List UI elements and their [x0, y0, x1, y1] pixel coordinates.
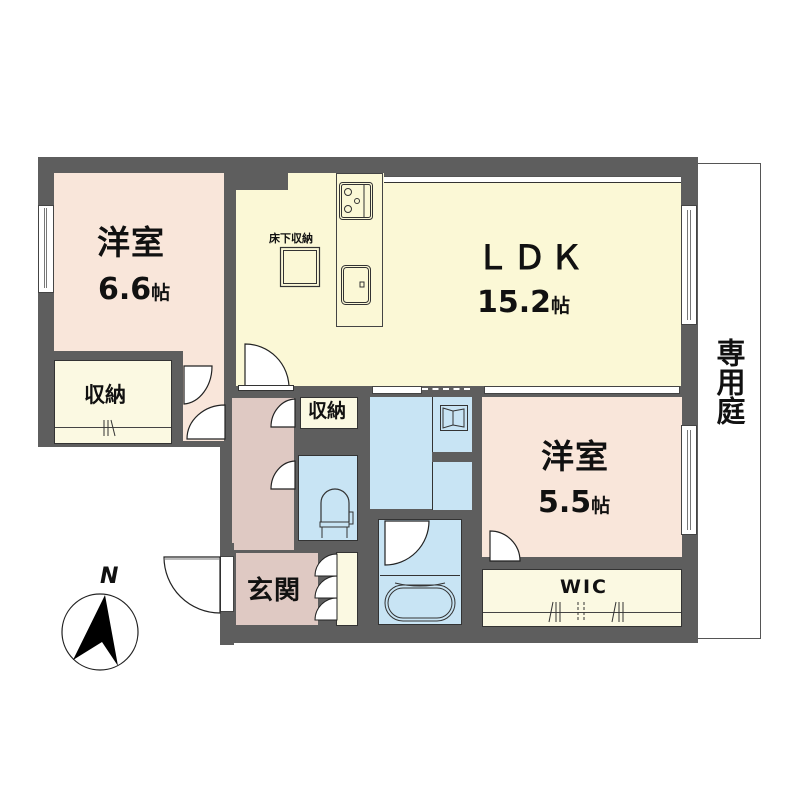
storage-1-hanger-icon [103, 419, 116, 437]
window-sash [687, 430, 691, 530]
wic-door-icon[interactable] [489, 530, 521, 562]
wic-hanger-icons [548, 601, 624, 623]
ldk-size: 15.2帖 [477, 285, 571, 320]
stove-icon [339, 182, 373, 220]
ldk-room [236, 190, 681, 386]
underfloor-storage-label: 床下収納 [269, 232, 313, 245]
western-room-1 [54, 173, 224, 351]
bathroom-door-icon[interactable] [384, 520, 430, 566]
washer-icon [440, 405, 468, 431]
window-sash [44, 208, 47, 288]
front-door-frame [220, 556, 234, 612]
door-jamb [238, 385, 294, 391]
window-ldk [681, 205, 697, 325]
western-room-1-door-icon[interactable] [183, 365, 213, 405]
walk-in-closet [482, 569, 682, 627]
shoe-cabinet [336, 552, 358, 626]
window-sash [687, 210, 691, 320]
wic-label: WIC [560, 576, 608, 598]
bathtub-icon [380, 575, 460, 622]
western-room-2-label: 洋室 [541, 437, 609, 476]
western-room-2-doorway [484, 386, 680, 394]
wic-rail [483, 612, 681, 613]
storage-2-door-icon[interactable] [270, 398, 296, 428]
western-room-1-size: 6.6帖 [98, 272, 171, 307]
washroom-doorway [372, 386, 422, 394]
sink-icon [341, 265, 371, 305]
storage-1-label: 収納 [84, 383, 126, 407]
shoe-cabinet-doors-icon[interactable] [314, 553, 338, 625]
ldk-top [384, 182, 681, 192]
western-room-2-size: 5.5帖 [538, 485, 611, 520]
western-room-2 [482, 397, 682, 557]
storage-1-door-icon[interactable] [186, 404, 226, 440]
front-door-icon[interactable] [163, 556, 221, 614]
washroom-corner [432, 462, 472, 510]
dashed-threshold [422, 388, 470, 392]
private-garden-label: 専用庭 [712, 338, 746, 425]
washroom-inner-wall [432, 452, 472, 462]
compass-north-label: N [100, 564, 119, 589]
western-room-1-label: 洋室 [97, 223, 165, 262]
toilet-icon [319, 488, 354, 538]
ldk-label: ＬＤＫ [476, 238, 587, 277]
underfloor-storage-hatch-icon [279, 246, 321, 288]
entrance-label: 玄関 [247, 576, 302, 606]
entrance [236, 553, 318, 625]
window-room-2 [681, 425, 697, 535]
washer-space [432, 397, 472, 452]
ldk-door-icon[interactable] [244, 343, 290, 389]
toilet-door-icon[interactable] [270, 460, 296, 490]
compass-north-arrow-icon [61, 593, 139, 671]
storage-2-label: 収納 [308, 400, 347, 422]
storage-2 [300, 397, 358, 429]
